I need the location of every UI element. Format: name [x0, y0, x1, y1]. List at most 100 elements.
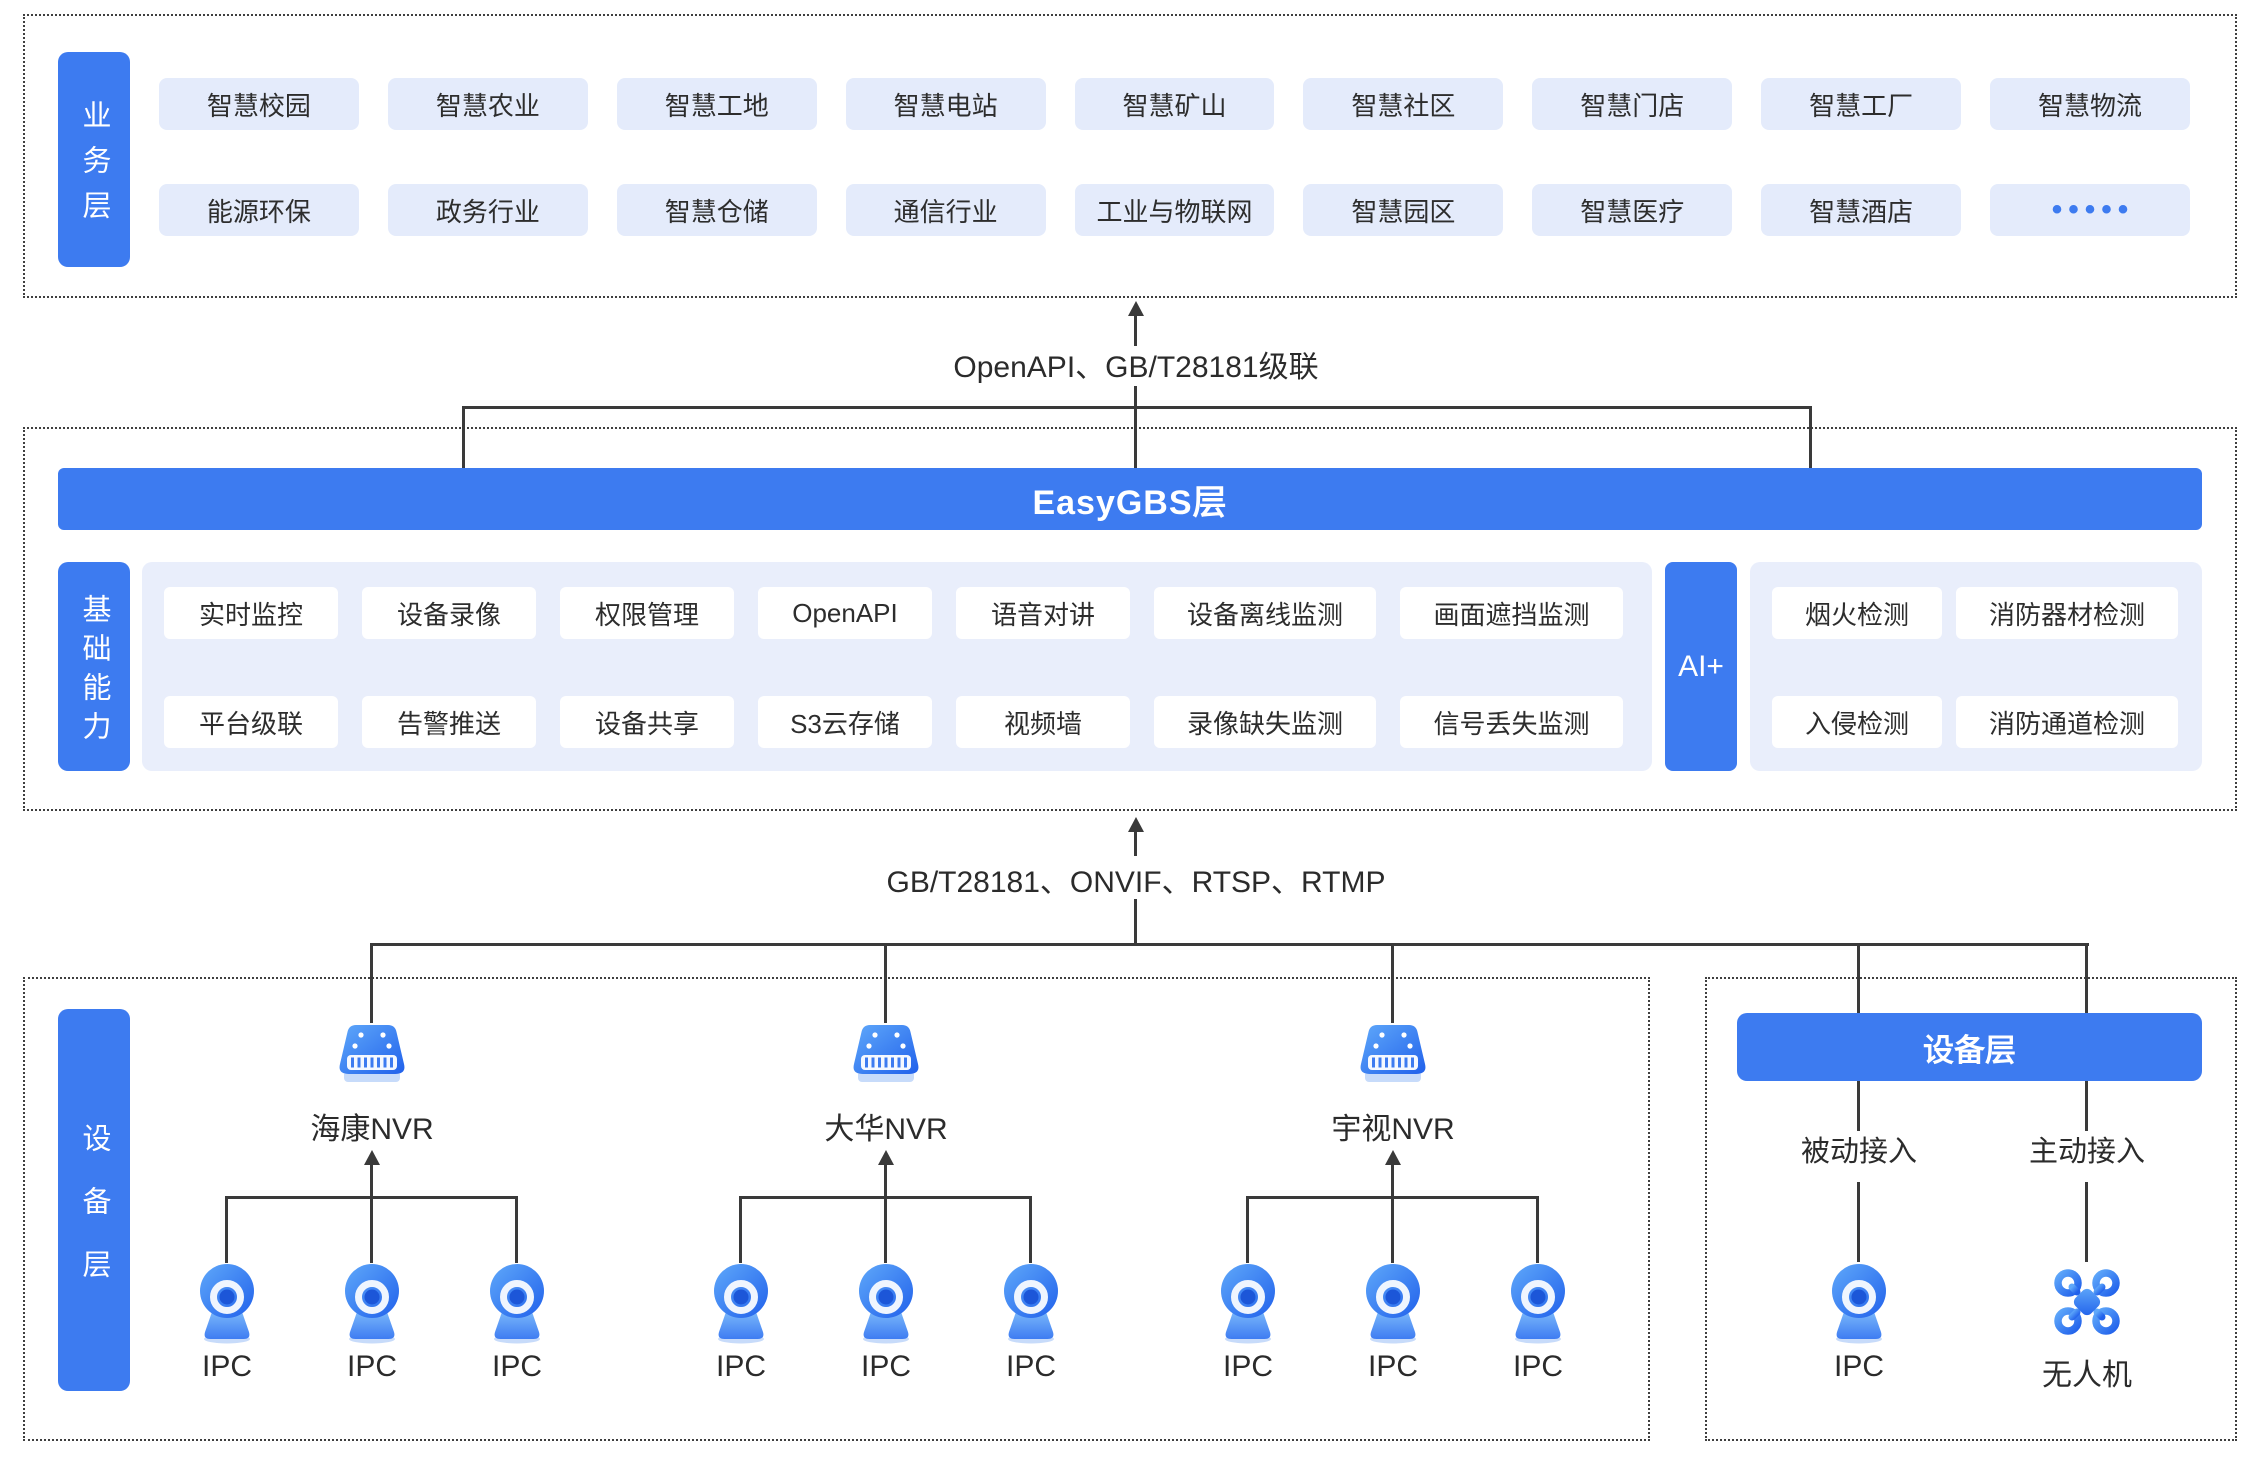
connector-line: [372, 943, 2089, 946]
ipc-camera-icon: [1823, 1262, 1895, 1349]
connector-line: [1536, 1196, 1539, 1263]
business-chip: 工业与物联网: [1074, 184, 1275, 236]
business-chip: 智慧园区: [1303, 184, 1504, 236]
connector-line: [1391, 1163, 1394, 1197]
business-chip: 智慧社区: [1303, 78, 1504, 130]
device-layer-header: 设备层: [1737, 1013, 2202, 1081]
capability-chip: 录像缺失监测: [1154, 696, 1376, 748]
business-chip: 智慧电站: [845, 78, 1046, 130]
device-layer-box: [23, 977, 1650, 1441]
ai-panel: 烟火检测 消防器材检测 入侵检测 消防通道检测: [1750, 562, 2202, 771]
ipc-label: IPC: [1005, 1350, 1056, 1383]
connector-line: [1029, 1196, 1032, 1263]
capability-chip: 语音对讲: [956, 587, 1130, 639]
business-chip-row-2: 能源环保 政务行业 智慧仓储 通信行业 工业与物联网 智慧园区 智慧医疗 智慧酒…: [159, 184, 2190, 236]
business-chip-row-1: 智慧校园 智慧农业 智慧工地 智慧电站 智慧矿山 智慧社区 智慧门店 智慧工厂 …: [159, 78, 2190, 130]
arrow-up-icon: [364, 1150, 380, 1165]
capability-chip: S3云存储: [758, 696, 932, 748]
drone-label: 无人机: [2042, 1359, 2132, 1392]
business-chip: 智慧门店: [1532, 78, 1733, 130]
connector-line: [1134, 830, 1137, 856]
business-chip: 智慧校园: [159, 78, 359, 130]
link-protocol-top: OpenAPI、GB/T28181级联: [953, 351, 1319, 384]
business-chip: 能源环保: [159, 184, 359, 236]
connector-line: [515, 1196, 518, 1263]
capability-chip: 设备离线监测: [1154, 587, 1376, 639]
connector-line: [462, 406, 465, 468]
nvr-icon: [330, 1022, 414, 1093]
ipc-camera-icon: [995, 1262, 1067, 1349]
business-chip: 政务行业: [387, 184, 588, 236]
capability-chip: 告警推送: [362, 696, 536, 748]
connector-line: [1134, 314, 1137, 346]
ipc-label: IPC: [1367, 1350, 1418, 1383]
ai-chip: 入侵检测: [1772, 696, 1942, 748]
business-chip: 通信行业: [845, 184, 1046, 236]
connector-line: [1391, 1196, 1394, 1263]
business-chip: 智慧仓储: [616, 184, 817, 236]
connector-line: [370, 1196, 373, 1263]
ipc-camera-icon: [1357, 1262, 1429, 1349]
more-ellipsis: •••••: [1990, 184, 2190, 236]
nvr-icon: [844, 1022, 928, 1093]
connector-line: [1391, 943, 1394, 1023]
capability-chip: 实时监控: [164, 587, 338, 639]
connector-line: [370, 1163, 373, 1197]
arrow-up-icon: [1128, 817, 1144, 832]
ai-chip: 消防通道检测: [1956, 696, 2178, 748]
device-layer-label: 设备层: [58, 1009, 130, 1391]
easygbs-bar: EasyGBS层: [58, 468, 2202, 530]
business-chip: 智慧医疗: [1532, 184, 1733, 236]
connector-line: [884, 1196, 887, 1263]
ipc-label: IPC: [860, 1350, 911, 1383]
business-chip: 智慧物流: [1990, 78, 2190, 130]
link-protocol-bottom: GB/T28181、ONVIF、RTSP、RTMP: [886, 866, 1386, 899]
ipc-camera-icon: [1502, 1262, 1574, 1349]
ipc-camera-icon: [850, 1262, 922, 1349]
ipc-label: IPC: [1833, 1350, 1884, 1383]
arrow-up-icon: [1385, 1150, 1401, 1165]
capability-chip: 平台级联: [164, 696, 338, 748]
ipc-camera-icon: [191, 1262, 263, 1349]
business-chip: 智慧酒店: [1761, 184, 1962, 236]
ipc-camera-icon: [1212, 1262, 1284, 1349]
ipc-camera-icon: [705, 1262, 777, 1349]
ai-chip: 烟火检测: [1772, 587, 1942, 639]
connector-line: [1134, 899, 1137, 945]
business-chip: 智慧矿山: [1074, 78, 1275, 130]
nvr-name: 海康NVR: [310, 1113, 434, 1146]
connector-line: [1246, 1196, 1249, 1263]
passive-access-label: 被动接入: [1800, 1136, 1917, 1168]
ipc-label: IPC: [201, 1350, 252, 1383]
capability-chip: 设备共享: [560, 696, 734, 748]
ipc-label: IPC: [1222, 1350, 1273, 1383]
arrow-up-icon: [878, 1150, 894, 1165]
nvr-name: 大华NVR: [824, 1113, 948, 1146]
business-layer-label: 业务层: [58, 52, 130, 267]
capability-label: 基础能力: [58, 562, 130, 771]
ipc-camera-icon: [481, 1262, 553, 1349]
business-chip: 智慧工地: [616, 78, 817, 130]
connector-line: [1809, 406, 1812, 468]
capability-chip: 画面遮挡监测: [1400, 587, 1623, 639]
capability-chip: 权限管理: [560, 587, 734, 639]
nvr-name: 宇视NVR: [1331, 1113, 1455, 1146]
capability-chip: 信号丢失监测: [1400, 696, 1623, 748]
capability-chip: 视频墙: [956, 696, 1130, 748]
business-chip: 智慧工厂: [1761, 78, 1962, 130]
business-layer-box: [23, 14, 2237, 298]
connector-line: [2085, 1182, 2088, 1262]
connector-line: [884, 1163, 887, 1197]
ipc-label: IPC: [715, 1350, 766, 1383]
connector-line: [1134, 386, 1137, 468]
capability-chip: OpenAPI: [758, 587, 932, 639]
connector-line: [462, 406, 1812, 409]
ipc-label: IPC: [1512, 1350, 1563, 1383]
connector-line: [370, 943, 373, 1023]
connector-line: [739, 1196, 742, 1263]
business-chip: 智慧农业: [387, 78, 588, 130]
ipc-label: IPC: [346, 1350, 397, 1383]
active-access-label: 主动接入: [2028, 1136, 2145, 1168]
capability-chip: 设备录像: [362, 587, 536, 639]
